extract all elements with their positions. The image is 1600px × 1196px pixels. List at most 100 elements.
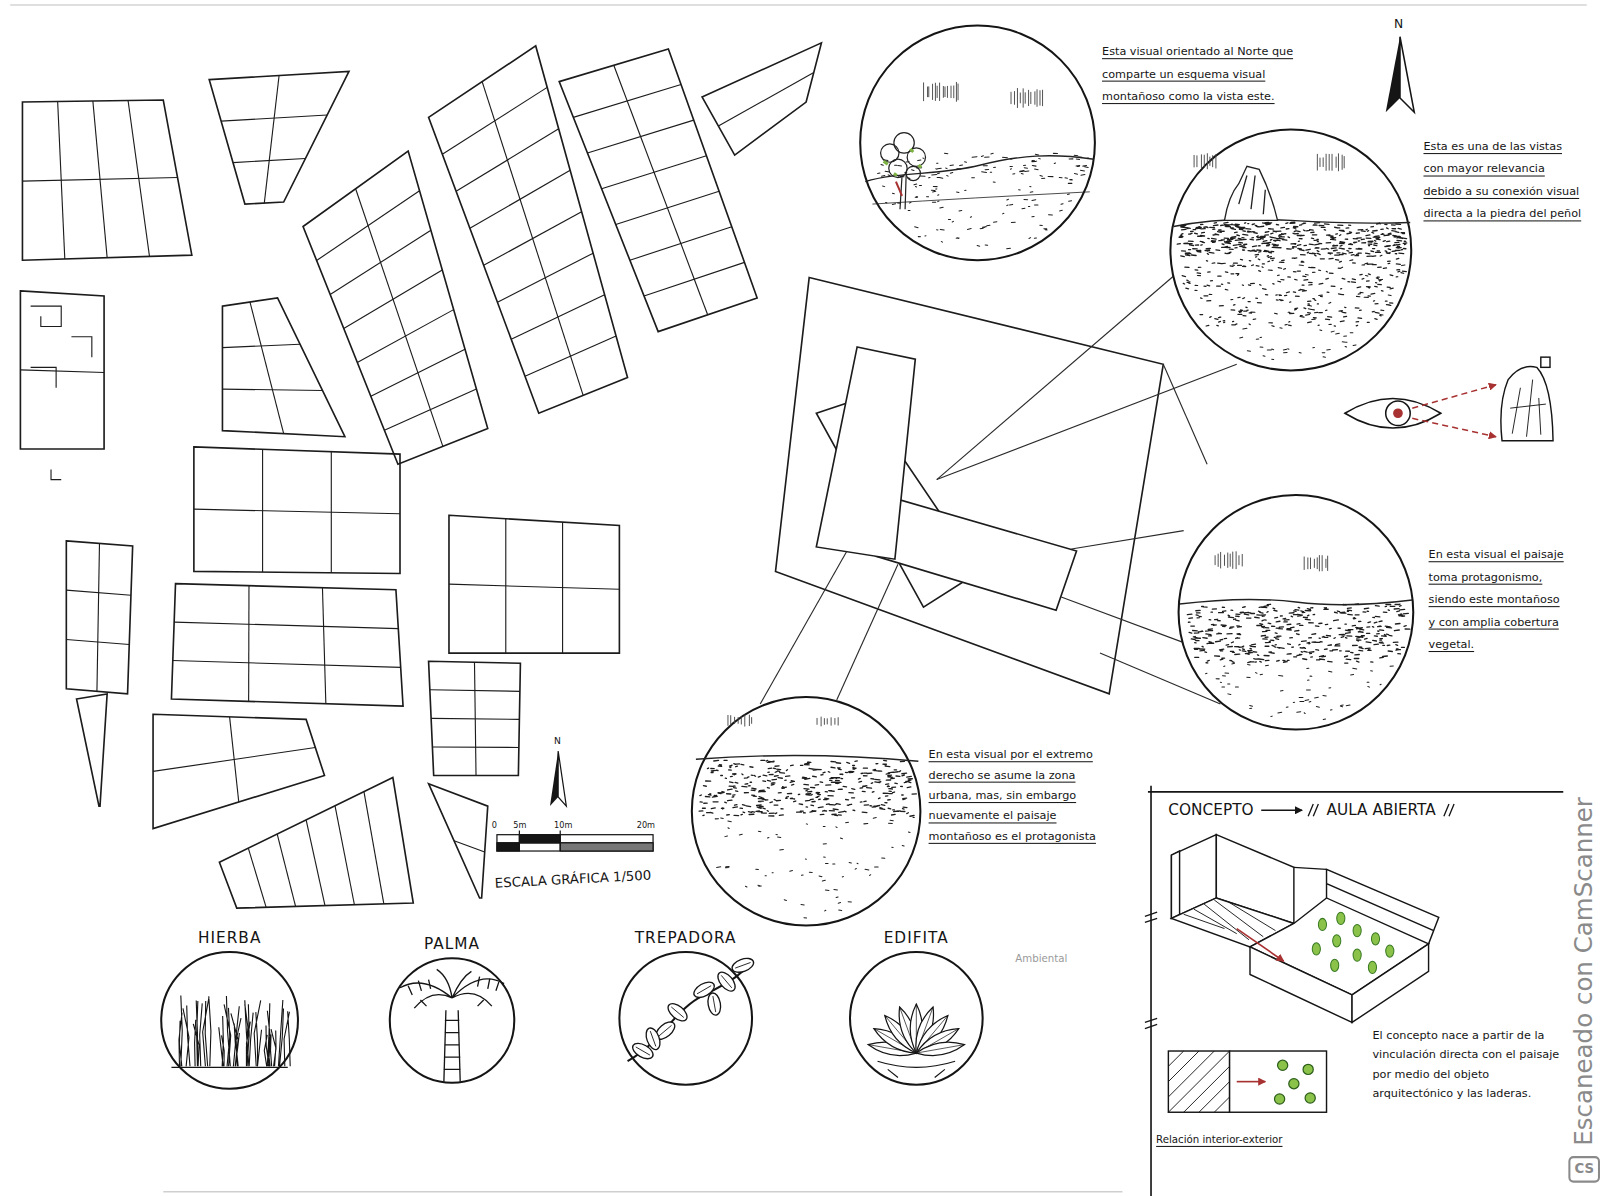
vegetation-texture xyxy=(715,817,914,918)
concept-drawing xyxy=(1371,933,1379,945)
plant-heading: HIERBA xyxy=(198,929,261,947)
concept-plan xyxy=(1289,1079,1299,1089)
concept-plan xyxy=(1168,1051,1326,1112)
lot-line xyxy=(484,212,582,266)
concept-plan xyxy=(1168,1051,1229,1112)
lot-line xyxy=(357,310,453,363)
relation-caption: Relación interior-exterior xyxy=(1156,1133,1282,1147)
lot-line xyxy=(371,349,465,396)
scale-number: 20m xyxy=(637,820,655,830)
view-note: En esta visual el paisaje toma protagoni… xyxy=(1429,544,1567,656)
vine-leaf-rib xyxy=(650,1031,656,1046)
lot-line xyxy=(456,129,559,192)
sight-line xyxy=(760,273,1237,704)
lot-line xyxy=(66,590,131,595)
horizon-line xyxy=(696,156,1412,761)
vine-leaf xyxy=(706,992,722,1016)
rock-sketch xyxy=(1501,367,1553,441)
eye-sketch xyxy=(1386,401,1410,425)
page-edge-line xyxy=(163,1191,1122,1193)
plant-sketch xyxy=(400,969,504,1008)
lot-line xyxy=(174,622,398,628)
lot-line xyxy=(356,189,443,447)
penol-rock-sketch xyxy=(1224,166,1277,220)
vegetation-texture xyxy=(1206,663,1394,719)
break-mark xyxy=(1308,804,1318,816)
vine-leaf xyxy=(665,1000,690,1024)
urban-block xyxy=(77,694,108,806)
lot-line xyxy=(222,389,322,390)
vine-leaf-rib xyxy=(636,1047,650,1055)
page-edge-line xyxy=(10,4,1587,6)
concept-drawing xyxy=(1333,935,1341,947)
plant-heading: PALMA xyxy=(424,935,480,953)
watermark-logo: CS xyxy=(1568,1156,1600,1183)
lot-line xyxy=(470,170,570,228)
site-outline xyxy=(776,278,1164,694)
lot-line xyxy=(233,159,305,163)
lot-line xyxy=(222,344,300,347)
concept-arrow xyxy=(1261,809,1302,811)
plant-circle-outline xyxy=(850,952,983,1085)
concept-drawing xyxy=(1312,943,1320,955)
lot-line xyxy=(511,295,604,340)
sight-line xyxy=(1071,531,1183,549)
plant-heading: EDIFITA xyxy=(884,929,949,947)
scale-number: 5m xyxy=(513,820,526,830)
lot-line xyxy=(194,509,400,514)
concept-plan xyxy=(1230,1051,1327,1112)
rock-sketch xyxy=(1510,380,1546,437)
concept-frame xyxy=(1148,791,1563,793)
concept-plan xyxy=(1274,1094,1284,1104)
urban-block xyxy=(20,291,104,449)
concept-plan xyxy=(1303,1064,1313,1074)
lot-line xyxy=(587,120,693,153)
cloud-hatch xyxy=(924,82,958,102)
concept-drawing xyxy=(1171,835,1438,1023)
cloud-hatch xyxy=(1194,153,1216,169)
concept-plan xyxy=(1305,1093,1315,1103)
lot-line xyxy=(718,72,813,126)
urban-block xyxy=(209,71,349,204)
sight-line xyxy=(937,273,1177,479)
horizon-line xyxy=(1180,599,1413,604)
vine-leaf-rib xyxy=(713,996,716,1012)
lot-line xyxy=(221,115,327,121)
plant-circle-outline xyxy=(389,957,516,1084)
urban-block xyxy=(429,784,488,898)
lot-line xyxy=(614,65,708,314)
concept-plan xyxy=(1168,1051,1229,1112)
lot-line xyxy=(482,82,583,396)
epiphyte-base xyxy=(878,1061,956,1077)
lot-line xyxy=(573,85,681,118)
concept-drawing xyxy=(1353,924,1361,936)
vine-leaf-rib xyxy=(659,1025,672,1035)
urban-block xyxy=(303,151,488,464)
urban-block xyxy=(194,447,400,574)
vegetation-texture xyxy=(1181,255,1407,326)
site-outline xyxy=(776,278,1164,694)
tree-sketch xyxy=(906,166,920,180)
vegetation-texture xyxy=(878,153,1089,178)
concept-drawing xyxy=(1337,912,1345,924)
urban-block xyxy=(219,778,413,909)
urban-block xyxy=(171,584,403,706)
sight-line xyxy=(1061,597,1190,645)
cloud-hatch xyxy=(1215,551,1242,569)
page-edge-line xyxy=(10,5,1587,1192)
break-mark xyxy=(1145,912,1157,1028)
plant-circle-outline xyxy=(160,951,299,1090)
scale-title: ESCALA GRÁFICA 1/500 xyxy=(494,867,651,891)
north-arrow xyxy=(550,751,558,806)
sight-line xyxy=(937,364,1237,479)
view-note: Esta visual orientado al Norte que compa… xyxy=(1102,41,1321,108)
urban-block xyxy=(559,49,757,332)
lot-line xyxy=(173,661,401,668)
plant-circle-outline xyxy=(390,958,514,1082)
concept-drawing xyxy=(1331,959,1339,971)
lot-line xyxy=(430,690,520,692)
lot-line xyxy=(306,820,325,906)
